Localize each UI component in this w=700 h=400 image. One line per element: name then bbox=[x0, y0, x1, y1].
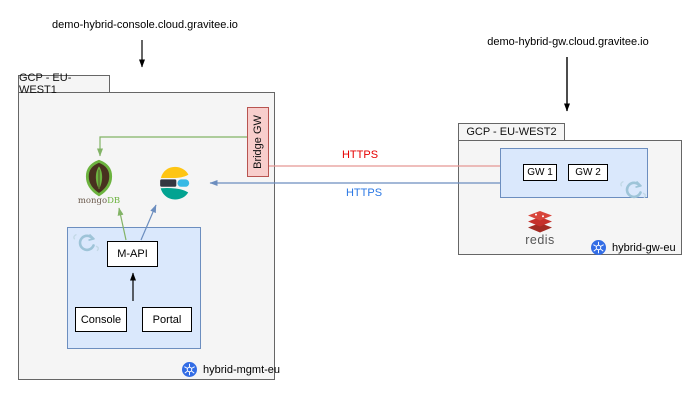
right-cluster-name: hybrid-gw-eu bbox=[612, 241, 676, 254]
left-region-tab: GCP - EU-WEST1 bbox=[18, 72, 110, 96]
kubernetes-icon bbox=[182, 362, 197, 377]
sync-arrow-icon bbox=[620, 180, 647, 199]
redis-icon bbox=[528, 211, 552, 233]
mongodb-label-suffix: DB bbox=[107, 196, 121, 206]
gateway1-node: GW 1 bbox=[523, 164, 557, 181]
gateway-domain-label: demo-hybrid-gw.cloud.gravitee.io bbox=[487, 36, 649, 48]
mongodb-label-prefix: mongo bbox=[77, 196, 108, 206]
mongodb-icon bbox=[85, 159, 113, 197]
left-cluster-name: hybrid-mgmt-eu bbox=[203, 363, 281, 376]
elasticsearch-icon bbox=[160, 166, 190, 200]
gateway2-node: GW 2 bbox=[568, 164, 608, 181]
console-node: Console bbox=[75, 307, 127, 332]
portal-node: Portal bbox=[142, 307, 192, 332]
right-cluster-name-row: hybrid-gw-eu bbox=[591, 240, 676, 255]
left-cluster-name-row: hybrid-mgmt-eu bbox=[182, 362, 280, 377]
mongodb-label: mongoDB bbox=[74, 196, 124, 206]
https-elastic-label: HTTPS bbox=[345, 187, 383, 199]
right-region-tab: GCP - EU-WEST2 bbox=[458, 123, 565, 141]
redis-label: redis bbox=[525, 233, 555, 247]
sync-arrow-icon bbox=[73, 233, 100, 252]
kubernetes-icon bbox=[591, 240, 606, 255]
bridge-gateway-label: Bridge GW bbox=[252, 115, 265, 169]
console-domain-label: demo-hybrid-console.cloud.gravitee.io bbox=[52, 19, 238, 31]
https-bridge-label: HTTPS bbox=[341, 149, 379, 161]
mapi-node: M-API bbox=[107, 241, 158, 267]
bridge-gateway-node: Bridge GW bbox=[247, 107, 269, 177]
